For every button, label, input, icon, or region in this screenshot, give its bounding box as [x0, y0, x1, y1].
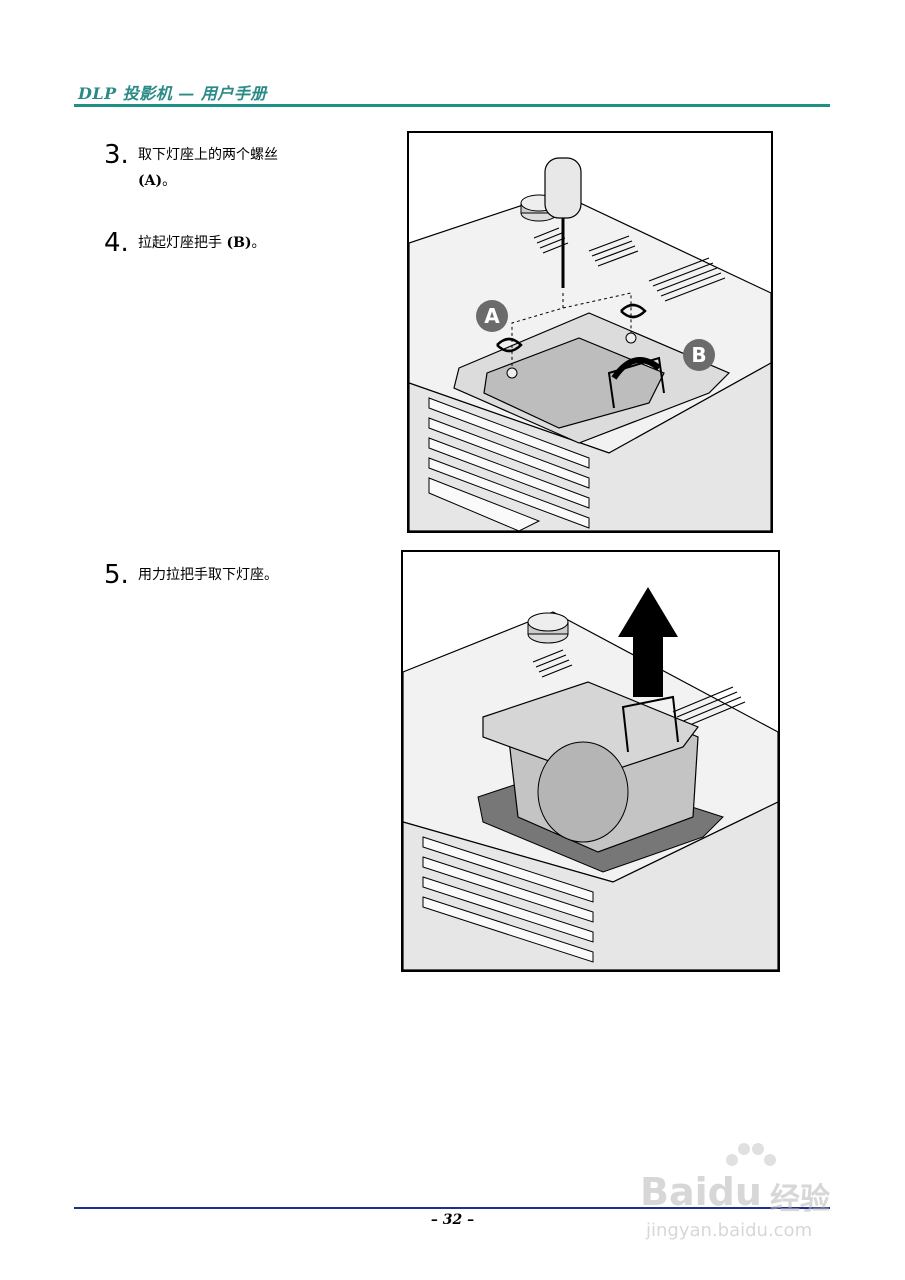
- label-a: (A): [138, 173, 163, 189]
- figure-lamp-removal: [401, 550, 780, 972]
- figure-lamp-screws: A B: [407, 131, 773, 533]
- step-3: 3. 取下灯座上的两个螺丝 (A)。: [104, 142, 328, 194]
- callout-a-circle: [476, 300, 508, 332]
- callout-b-circle: [683, 339, 715, 371]
- projector-lamp-out-illustration: [403, 587, 778, 970]
- pull-up-arrow-icon: [618, 587, 678, 697]
- step-text: 取下灯座上的两个螺丝 (A)。: [138, 142, 328, 194]
- step-text: 用力拉把手取下灯座。: [138, 567, 278, 583]
- step-text-line: 取下灯座上的两个螺丝: [138, 147, 278, 163]
- baidu-watermark: Baidu 经验 jingyan.baidu.com: [640, 1140, 850, 1250]
- watermark-brand: Baidu: [640, 1170, 762, 1214]
- callout-b: B: [691, 343, 706, 367]
- watermark-brand-part2: du: [707, 1170, 762, 1214]
- paw-icon: [726, 1143, 776, 1166]
- step-5: 5. 用力拉把手取下灯座。: [104, 562, 328, 588]
- watermark-url: jingyan.baidu.com: [646, 1220, 813, 1241]
- step-text-line: 拉起灯座把手: [138, 235, 227, 251]
- footer-rule: [74, 1207, 830, 1209]
- step-text-line: (A)。: [138, 168, 328, 194]
- watermark-brand-part1: Bai: [640, 1170, 708, 1214]
- step-4: 4. 拉起灯座把手 (B)。: [104, 230, 328, 256]
- header-title: DLP 投影机 — 用户手册: [78, 84, 267, 103]
- watermark-suffix: 经验: [770, 1182, 830, 1217]
- step-text: 拉起灯座把手 (B)。: [138, 230, 328, 256]
- page-number: – 32 –: [430, 1212, 475, 1228]
- projector-illustration: A B: [409, 157, 771, 531]
- step-number: 3.: [104, 140, 129, 170]
- punct: 。: [162, 173, 177, 189]
- step-number: 4.: [104, 228, 129, 258]
- step-number: 5.: [104, 560, 129, 590]
- header-rule: [74, 104, 830, 107]
- label-b: (B): [226, 235, 252, 251]
- punct: 。: [251, 235, 266, 251]
- callout-a: A: [484, 304, 500, 328]
